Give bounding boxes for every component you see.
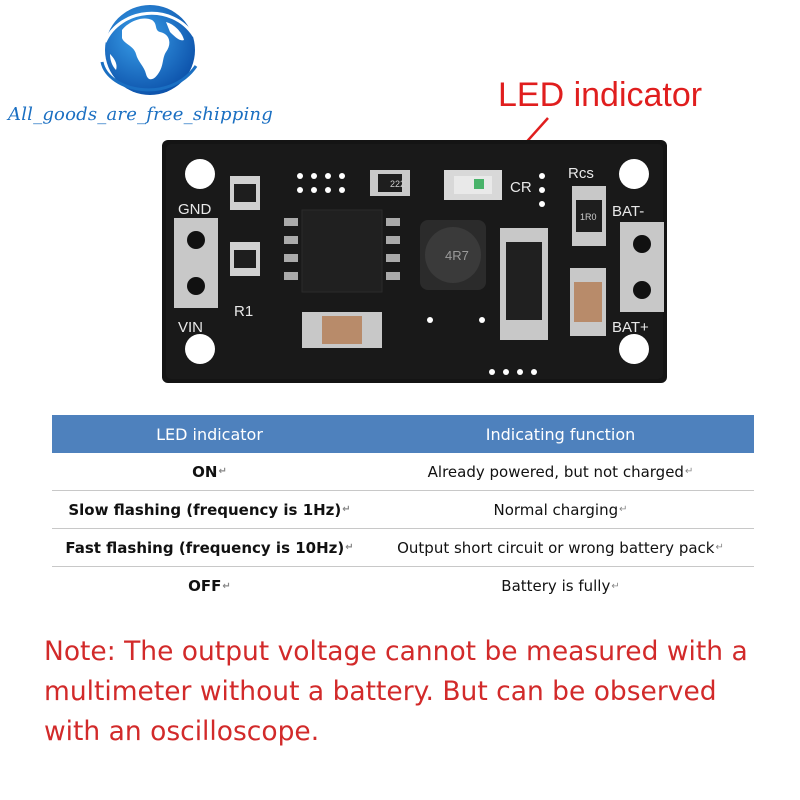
row-state: ON <box>192 462 218 481</box>
pcb-board-illustration: GND VIN R1 Rcs BAT- BAT+ CR 222 4R7 1R0 <box>162 140 667 383</box>
note-text: Note: The output voltage cannot be measu… <box>44 636 748 747</box>
brand-logo: All_goods_are_free_shipping <box>0 0 300 140</box>
table-row: Slow flashing (frequency is 1Hz)↵ Normal… <box>52 491 754 529</box>
rcs-label: Rcs <box>568 165 594 182</box>
row-function: Already powered, but not charged <box>427 462 684 481</box>
table-row: ON↵ Already powered, but not charged↵ <box>52 453 754 491</box>
inductor-code: 4R7 <box>445 248 469 263</box>
logo-text: All_goods_are_free_shipping <box>8 104 273 125</box>
led-indicator-table: LED indicator Indicating function ON↵ Al… <box>52 415 754 605</box>
table-row: Fast flashing (frequency is 10Hz)↵ Outpu… <box>52 529 754 567</box>
bat-minus-label: BAT- <box>612 203 644 220</box>
row-state: Slow flashing (frequency is 1Hz) <box>68 500 342 519</box>
bat-plus-label: BAT+ <box>612 319 649 336</box>
row-function: Normal charging <box>493 500 619 519</box>
cr-label: CR <box>510 179 532 196</box>
header-led-indicator: LED indicator <box>156 424 263 444</box>
table-header: LED indicator Indicating function <box>52 415 754 453</box>
cap-code: 222 <box>390 179 405 189</box>
vin-label: VIN <box>178 319 203 336</box>
globe-icon <box>100 5 198 95</box>
rcs-code: 1R0 <box>580 212 597 222</box>
gnd-label: GND <box>178 201 212 218</box>
row-function: Output short circuit or wrong battery pa… <box>397 538 715 557</box>
row-function: Battery is fully <box>501 577 611 595</box>
led-indicator-callout-label: LED indicator <box>498 76 703 114</box>
header-indicating-function: Indicating function <box>485 424 636 444</box>
pcb-board-photo: GND VIN R1 Rcs BAT- BAT+ CR 222 4R7 1R0 <box>162 140 667 383</box>
row-state: Fast flashing (frequency is 10Hz) <box>65 538 345 557</box>
r1-label: R1 <box>234 303 253 320</box>
row-state: OFF <box>188 577 222 595</box>
table-row: OFF↵ Battery is fully↵ <box>188 577 620 595</box>
